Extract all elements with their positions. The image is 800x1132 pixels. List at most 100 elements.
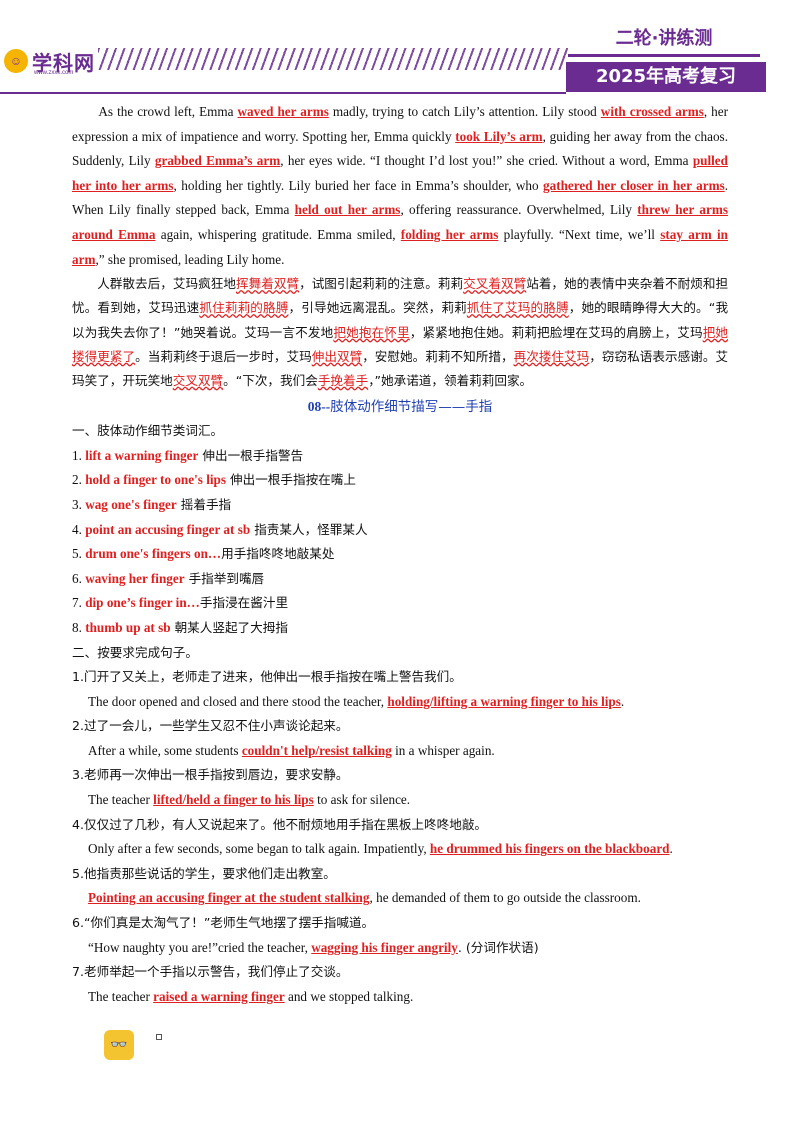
mascot-icon: 👓 [104,1030,134,1060]
story-cn-text: ，引导她远离混乱。突然，莉莉 [288,300,467,316]
vocab-meaning: 伸出一根手指警告 [198,447,304,463]
story-en-text: , holding her tightly. Lily buried her f… [173,177,544,193]
sentence-prompt: 6.“你们真是太淘气了！”老师生气地摆了摆手指喊道。 [72,915,375,931]
header-divider [0,92,566,94]
vocab-item: 8. thumb up at sb 朝某人竖起了大拇指 [72,616,728,641]
vocab-number: 7. [72,595,86,611]
vocab-meaning: 摇着手指 [176,496,232,512]
sentence-text: The teacher [88,988,154,1004]
sentence-answer-line: Only after a few seconds, some began to … [72,837,728,862]
vocab-item: 5. drum one's fingers on…用手指咚咚地敲某处 [72,542,728,567]
sentence-text: Only after a few seconds, some began to … [88,841,430,857]
vocab-meaning: 手指举到嘴唇 [184,570,265,586]
story-english: As the crowd left, Emma waved her arms m… [72,100,728,272]
vocab-meaning: 朝某人竖起了大拇指 [170,619,288,635]
sentence-list: 1.门开了又关上，老师走了进来，他伸出一根手指按在嘴上警告我们。 The door… [72,665,728,1009]
sentence-answer-line: The door opened and closed and there sto… [72,690,728,715]
vocab-item: 6. waving her finger 手指举到嘴唇 [72,567,728,592]
sentence-answer: holding/lifting a warning finger to his … [387,693,621,709]
header-stripe [98,48,568,70]
header-title-top: 二轮·讲练测 [568,26,760,57]
story-en-answer: held out her arms [294,202,401,218]
story-cn-answer: 挥舞着双臂 [235,276,300,292]
sentence-answer: Pointing an accusing finger at the stude… [88,890,370,906]
story-cn-text: ，试图引起莉莉的注意。莉莉 [299,276,464,292]
logo-url: www.zxxk.com [34,70,74,76]
sentence-text: . [620,693,625,709]
marker-square [156,1034,162,1040]
story-en-answer: with crossed arms [600,104,704,119]
story-en-answer: grabbed Emma’s arm [154,153,281,169]
sentence-answer: couldn't help/resist talking [241,742,392,758]
sentence-answer-line: The teacher lifted/held a finger to his … [72,788,728,813]
sentence-prompt: 3.老师再一次伸出一根手指按到唇边，要求安静。 [72,767,349,783]
story-en-text: playfully. “Next time, we’ll [498,226,661,242]
vocab-item: 7. dip one’s finger in…手指浸在酱汁里 [72,591,728,616]
story-cn-answer: 手挽着手 [317,372,369,388]
story-chinese: 人群散去后，艾玛疯狂地挥舞着双臂，试图引起莉莉的注意。莉莉交叉着双臂站着，她的表… [72,272,728,393]
story-en-answer: gathered her closer in her arms [543,177,725,193]
sentence-text: , he demanded of them to go outside the … [369,890,641,906]
story-cn-answer: 把她搂得更紧了 [72,324,729,364]
story-en-answer: stay arm in arm [72,226,728,267]
vocab-meaning: 用手指咚咚地敲某处 [221,546,335,562]
sentence-text: After a while, some students [88,742,242,758]
vocab-number: 2. [72,472,86,488]
sentence-answer: raised a warning finger [153,988,285,1004]
story-cn-text: ，紧紧地抱住她。莉莉把脸埋在艾玛的肩膀上，艾玛 [409,324,703,340]
section-title-text: 肢体动作细节描写——手指 [330,399,493,416]
story-en-text: . When Lily finally stepped back, Emma [72,177,728,218]
vocab-phrase: drum one's fingers on… [85,546,222,562]
section-title: 08--肢体动作细节描写——手指 [72,395,728,419]
story-en-answer: threw her arms around Emma [72,202,728,242]
vocab-phrase: thumb up at sb [85,619,171,635]
story-en-text: ,” she promised, leading Lily home. [95,251,285,267]
story-cn-text: ，她的眼睛睁得大大的。“我以为我失去你了！”她哭着说。艾玛一言不发地 [72,300,729,340]
sentence-prompt: 1.门开了又关上，老师走了进来，他伸出一根手指按在嘴上警告我们。 [72,669,462,685]
vocab-number: 3. [72,496,86,512]
vocab-item: 1. lift a warning finger 伸出一根手指警告 [72,444,728,469]
story-cn-answer: 交叉双臂 [172,372,224,388]
document-body: As the crowd left, Emma waved her arms m… [72,100,728,1009]
sentence-text: and we stopped talking. [284,988,414,1004]
story-en-text: again, whispering gratitude. Emma smiled… [155,226,401,242]
story-cn-text: 站着，她的表情中夹杂着不耐烦和担忧。看到她，艾玛迅速 [72,276,729,316]
sentence-text: The door opened and closed and there sto… [88,693,388,709]
sentence-answer-line: “How naughty you are!”cried the teacher,… [72,936,728,961]
sentence-answer: wagging his finger angrily [311,939,458,955]
sentence-text: “How naughty you are!”cried the teacher, [88,939,312,955]
vocab-phrase: wag one's finger [85,496,177,512]
story-en-answer: pulled her into her arms [72,153,728,193]
logo-icon: ☺ [4,49,28,73]
page-header: ☺ 学科网 www.zxxk.com 二轮·讲练测 2025年高考复习 [0,0,800,100]
story-en-text: , her expression a mix of impatience and… [72,104,729,144]
story-cn-text: 人群散去后，艾玛疯狂地 [97,276,236,292]
sentence-text: . (分词作状语) [457,939,539,955]
story-cn-text: 。“下次，我们会 [223,372,318,388]
vocab-number: 1. [72,447,86,463]
story-cn-answer: 把她抱在怀里 [333,324,410,340]
sentence-text: The teacher [88,792,154,808]
sentence-text: . [669,841,673,857]
vocab-number: 5. [72,546,86,562]
story-cn-text: ，安慰她。莉莉不知所措， [362,348,514,364]
story-en-text: , guiding her away from the chaos. Sudde… [72,128,728,169]
vocab-phrase: waving her finger [85,570,185,586]
vocab-phrase: dip one’s finger in… [85,595,200,611]
story-cn-text: ，窃窃私语表示感谢。艾玛笑了，开玩笑地 [72,348,729,388]
sentence-answer: lifted/held a finger to his lips [153,792,314,808]
sentence-answer-line: The teacher raised a warning finger and … [72,985,728,1010]
vocab-item: 2. hold a finger to one's lips 伸出一根手指按在嘴… [72,468,728,493]
story-en-text: madly, trying to catch Lily’s attention.… [328,104,601,119]
vocab-number: 8. [72,619,86,635]
part2-heading: 二、按要求完成句子。 [72,644,198,660]
vocab-phrase: hold a finger to one's lips [85,472,226,488]
vocab-item: 3. wag one's finger 摇着手指 [72,493,728,518]
story-en-answer: waved her arms [237,104,329,119]
vocab-meaning: 伸出一根手指按在嘴上 [226,472,356,488]
story-cn-answer: 抓住莉莉的胳膊 [199,300,289,316]
section-number: 08-- [307,399,331,415]
story-cn-answer: 抓住了艾玛的胳膊 [466,300,569,316]
story-cn-text: 。当莉莉终于退后一步时，艾玛 [135,348,312,364]
